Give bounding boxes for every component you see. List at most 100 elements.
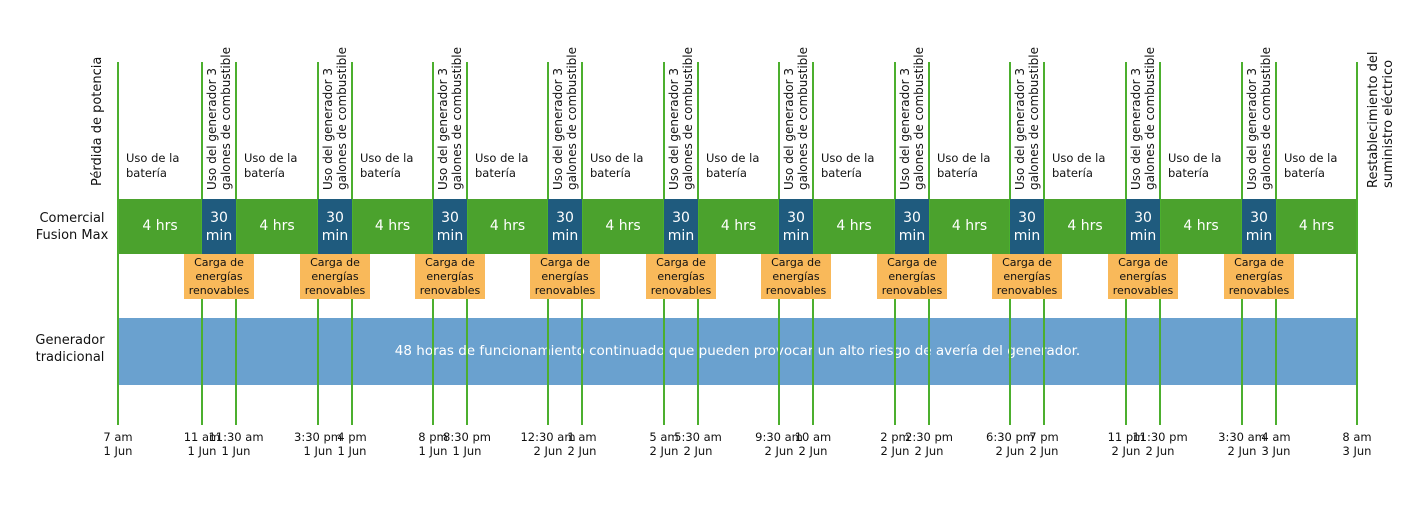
tick-date: 3 Jun	[1261, 444, 1291, 458]
tick-date: 2 Jun	[1227, 444, 1257, 458]
renewable-line-3: renovables	[304, 283, 366, 297]
gridline	[581, 62, 583, 425]
gridline	[1356, 62, 1358, 425]
tick-time: 5 am	[649, 430, 679, 444]
generator-minutes-value: 30	[556, 209, 574, 226]
gridline	[1275, 62, 1277, 425]
battery-hours-label: 4 hrs	[836, 218, 872, 234]
generator-minutes-value: 30	[787, 209, 805, 226]
tick-date: 1 Jun	[337, 444, 367, 458]
battery-use-line-2: batería	[706, 166, 747, 180]
tick-date: 2 Jun	[798, 444, 828, 458]
renewable-line-2: energías	[1235, 269, 1283, 283]
generator-use-line-2: galones de combustible	[912, 47, 926, 190]
battery-use-line-1: Uso de la	[1284, 151, 1338, 165]
tick-time: 8:30 pm	[443, 430, 491, 444]
generator-minutes-unit: min	[321, 227, 349, 244]
generator-use-line-2: galones de combustible	[1259, 47, 1273, 190]
battery-use-line-2: batería	[360, 166, 401, 180]
tick-time: 5:30 am	[674, 430, 722, 444]
gridline	[928, 62, 930, 425]
tick-time: 12:30 am	[520, 430, 576, 444]
generator-use-line-2: galones de combustible	[796, 47, 810, 190]
tick-date: 1 Jun	[418, 444, 448, 458]
renewable-line-3: renovables	[188, 283, 250, 297]
generator-use-line-1: Uso del generador 3	[898, 68, 912, 190]
generator-use-line-2: galones de combustible	[1143, 47, 1157, 190]
tick-date: 1 Jun	[103, 444, 133, 458]
gridline	[812, 62, 814, 425]
tick-time: 4 am	[1261, 430, 1291, 444]
battery-use-line-1: Uso de la	[937, 151, 991, 165]
generator-minutes-value: 30	[326, 209, 344, 226]
battery-use-line-2: batería	[1168, 166, 1209, 180]
renewable-line-1: Carga de	[656, 255, 706, 269]
generator-use-line-2: galones de combustible	[565, 47, 579, 190]
renewable-line-1: Carga de	[1234, 255, 1284, 269]
renewable-line-3: renovables	[534, 283, 596, 297]
renewable-line-2: energías	[657, 269, 705, 283]
battery-use-line-2: batería	[1052, 166, 1093, 180]
generator-use-line-1: Uso del generador 3	[1013, 68, 1027, 190]
power-loss-label: Pérdida de potencia	[90, 56, 105, 186]
renewable-line-1: Carga de	[887, 255, 937, 269]
tick-time: 7 pm	[1029, 430, 1059, 444]
generator-use-line-1: Uso del generador 3	[205, 68, 219, 190]
generator-minutes-unit: min	[782, 227, 810, 244]
battery-use-line-2: batería	[937, 166, 978, 180]
battery-use-line-1: Uso de la	[1168, 151, 1222, 165]
battery-use-line-1: Uso de la	[360, 151, 414, 165]
renewable-line-3: renovables	[765, 283, 827, 297]
renewable-line-2: energías	[1003, 269, 1051, 283]
renewable-line-3: renovables	[881, 283, 943, 297]
tick-time: 7 am	[103, 430, 133, 444]
battery-use-line-1: Uso de la	[475, 151, 529, 165]
tick-time: 11 pm	[1107, 430, 1145, 444]
generator-use-line-1: Uso del generador 3	[1245, 68, 1259, 190]
battery-use-line-1: Uso de la	[126, 151, 180, 165]
tick-date: 2 Jun	[1029, 444, 1059, 458]
gridline	[117, 62, 119, 425]
tick-time: 3:30 am	[1218, 430, 1266, 444]
battery-use-line-1: Uso de la	[1052, 151, 1106, 165]
tick-date: 1 Jun	[221, 444, 251, 458]
generator-use-line-1: Uso del generador 3	[782, 68, 796, 190]
renewable-line-3: renovables	[1112, 283, 1174, 297]
battery-hours-label: 4 hrs	[1298, 218, 1335, 234]
